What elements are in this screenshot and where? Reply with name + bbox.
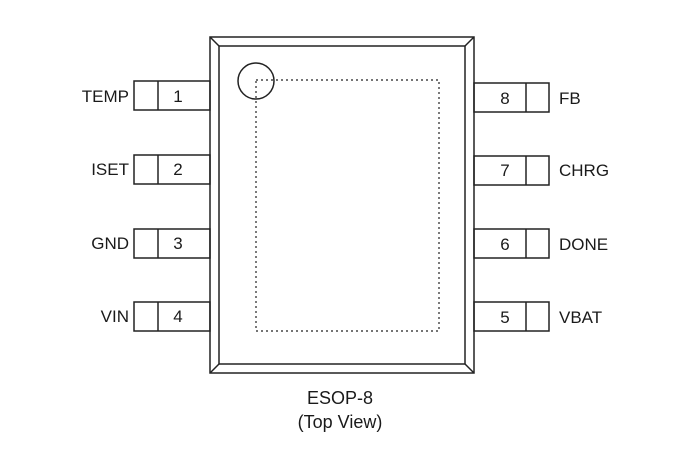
pin-3: 3 GND	[91, 228, 211, 259]
pin-3-label: GND	[91, 234, 129, 253]
package-view: (Top View)	[298, 412, 383, 432]
pin-1-label: TEMP	[82, 87, 129, 106]
pin-5-lead	[473, 301, 550, 332]
pin-2-label: ISET	[91, 160, 129, 179]
ic-bevel-br	[464, 363, 475, 374]
pin-5-number: 5	[500, 308, 509, 327]
pin-7: 7 CHRG	[473, 155, 609, 186]
ic-body-inner	[218, 45, 466, 365]
pin-3-number: 3	[173, 234, 182, 253]
ic-body-outer	[209, 36, 475, 374]
pin-8: 8 FB	[473, 82, 581, 113]
pin-7-number: 7	[500, 161, 509, 180]
pin-4-label: VIN	[101, 307, 129, 326]
ic-body	[209, 36, 475, 374]
pin-2-lead	[133, 154, 211, 185]
pin-6-label: DONE	[559, 235, 608, 254]
pin-5-label: VBAT	[559, 308, 602, 327]
pin1-indicator-icon	[237, 62, 275, 100]
thermal-pad	[255, 79, 440, 332]
pin-7-lead	[473, 155, 550, 186]
package-name: ESOP-8	[307, 388, 373, 408]
pin-7-label: CHRG	[559, 161, 609, 180]
pin-1-number: 1	[173, 87, 182, 106]
pin-6-lead	[473, 228, 550, 259]
pin-8-label: FB	[559, 89, 581, 108]
ic-bevel-tr	[464, 36, 475, 47]
pin-5: 5 VBAT	[473, 301, 602, 332]
pin-1: 1 TEMP	[82, 80, 211, 111]
ic-bevel-bl	[209, 363, 220, 374]
pin-1-lead	[133, 80, 211, 111]
pin-2: 2 ISET	[91, 154, 211, 185]
pin-8-lead	[473, 82, 550, 113]
pin-2-number: 2	[173, 160, 182, 179]
ic-bevel-tl	[209, 36, 220, 47]
pin-4: 4 VIN	[101, 301, 211, 332]
pin-6-number: 6	[500, 235, 509, 254]
pin-6: 6 DONE	[473, 228, 608, 259]
pin-4-lead	[133, 301, 211, 332]
pin-8-number: 8	[500, 89, 509, 108]
pin-3-lead	[133, 228, 211, 259]
pin-4-number: 4	[173, 307, 182, 326]
